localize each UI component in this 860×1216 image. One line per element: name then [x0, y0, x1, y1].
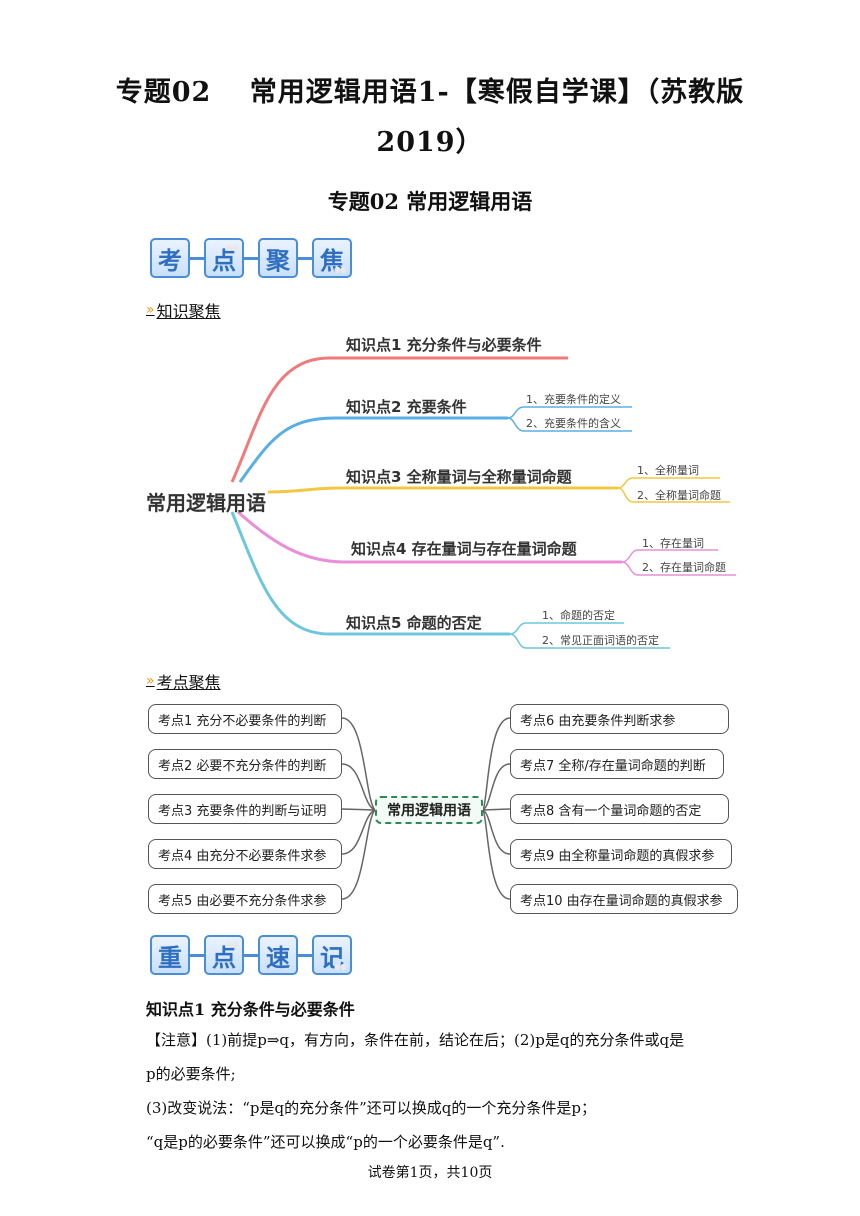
- exam-point-6: 考点6 由充要条件判断求参: [510, 704, 729, 734]
- section-label-text: 知识聚焦: [156, 302, 221, 321]
- badge-char: 聚: [266, 246, 290, 275]
- section-label-text: 考点聚焦: [156, 673, 221, 692]
- knowledge-sub-2-1: 1、充要条件的定义: [526, 393, 621, 406]
- badge-connector: [298, 256, 312, 260]
- badge-1: 重: [150, 935, 190, 975]
- page-footer: 试卷第1页，共10页: [367, 1165, 493, 1181]
- double-chevron-icon: »: [146, 673, 155, 689]
- dots-icon: ●●: [226, 940, 239, 949]
- badge-char: 速: [266, 943, 290, 972]
- double-chevron-icon: »: [146, 302, 155, 318]
- badge-connector: [190, 953, 204, 957]
- paragraph-line-3: (3)改变说法：“p是q的充分条件”还可以换成q的一个充分条件是p；: [146, 1099, 596, 1117]
- badge-3: 聚: [258, 238, 298, 278]
- badge-char: 重: [158, 943, 182, 972]
- badge-connector: [298, 953, 312, 957]
- knowledge-sub-4-1: 1、存在量词: [642, 537, 704, 550]
- badge-char: 记: [320, 943, 344, 972]
- knowledge-sub-5-2: 2、常见正面词语的否定: [542, 634, 659, 647]
- knowledge-node-4: 知识点4 存在量词与存在量词命题: [351, 540, 577, 558]
- badge-char: 点: [212, 943, 236, 972]
- section-label-knowledge: » 知识聚焦: [146, 298, 221, 322]
- exam-point-10: 考点10 由存在量词命题的真假求参: [510, 884, 738, 914]
- badge-3: 速: [258, 935, 298, 975]
- badge-2: ●●点: [204, 238, 244, 278]
- exam-point-7: 考点7 全称/存在量词命题的判断: [510, 749, 724, 779]
- dots-icon: ●●: [334, 962, 347, 971]
- badge-char: 考: [158, 246, 182, 275]
- knowledge-node-1: 知识点1 充分条件与必要条件: [346, 336, 542, 354]
- badge-4: ●●焦: [312, 238, 352, 278]
- badge-row-kaodian: 考 ●●点 聚 ●●焦: [150, 238, 352, 278]
- knowledge-map-center: 常用逻辑用语: [146, 491, 266, 515]
- badge-connector: [190, 256, 204, 260]
- dots-icon: ●●: [226, 243, 239, 252]
- badge-4: ●●记: [312, 935, 352, 975]
- badge-2: ●●点: [204, 935, 244, 975]
- exam-map-center: 常用逻辑用语: [375, 796, 483, 824]
- knowledge-sub-3-2: 2、全称量词命题: [637, 489, 721, 502]
- page-title-line2: 2019）: [376, 127, 484, 158]
- badge-char: 焦: [320, 246, 344, 275]
- paragraph-line-2: p的必要条件;: [146, 1065, 236, 1083]
- badge-char: 点: [212, 246, 236, 275]
- badge-connector: [244, 953, 258, 957]
- knowledge-sub-3-1: 1、全称量词: [637, 464, 699, 477]
- badge-connector: [244, 256, 258, 260]
- knowledge-sub-4-2: 2、存在量词命题: [642, 561, 726, 574]
- exam-point-9: 考点9 由全称量词命题的真假求参: [510, 839, 732, 869]
- exam-point-8: 考点8 含有一个量词命题的否定: [510, 794, 729, 824]
- section-heading: 知识点1 充分条件与必要条件: [146, 1000, 355, 1019]
- badge-row-zhongdian: 重 ●●点 速 ●●记: [150, 935, 352, 975]
- knowledge-node-5: 知识点5 命题的否定: [346, 614, 482, 632]
- knowledge-node-3: 知识点3 全称量词与全称量词命题: [346, 468, 572, 486]
- page-subtitle: 专题02 常用逻辑用语: [327, 189, 533, 214]
- exam-point-4: 考点4 由充分不必要条件求参: [148, 839, 342, 869]
- exam-point-2: 考点2 必要不充分条件的判断: [148, 749, 342, 779]
- paragraph-line-4: “q是p的必要条件”还可以换成“p的一个必要条件是q”.: [146, 1133, 505, 1151]
- knowledge-sub-2-2: 2、充要条件的含义: [526, 417, 621, 430]
- dots-icon: ●●: [334, 265, 347, 274]
- badge-1: 考: [150, 238, 190, 278]
- exam-point-3: 考点3 充要条件的判断与证明: [148, 794, 342, 824]
- knowledge-sub-5-1: 1、命题的否定: [542, 609, 615, 622]
- knowledge-node-2: 知识点2 充要条件: [346, 398, 467, 416]
- page-title-line1: 专题02 常用逻辑用语1-【寒假自学课】（苏教版: [115, 77, 745, 108]
- exam-point-5: 考点5 由必要不充分条件求参: [148, 884, 342, 914]
- exam-point-1: 考点1 充分不必要条件的判断: [148, 704, 342, 734]
- section-label-exam: » 考点聚焦: [146, 669, 221, 693]
- paragraph-line-1: 【注意】(1)前提p⇒q，有方向，条件在前，结论在后；(2)p是q的充分条件或q…: [146, 1031, 685, 1049]
